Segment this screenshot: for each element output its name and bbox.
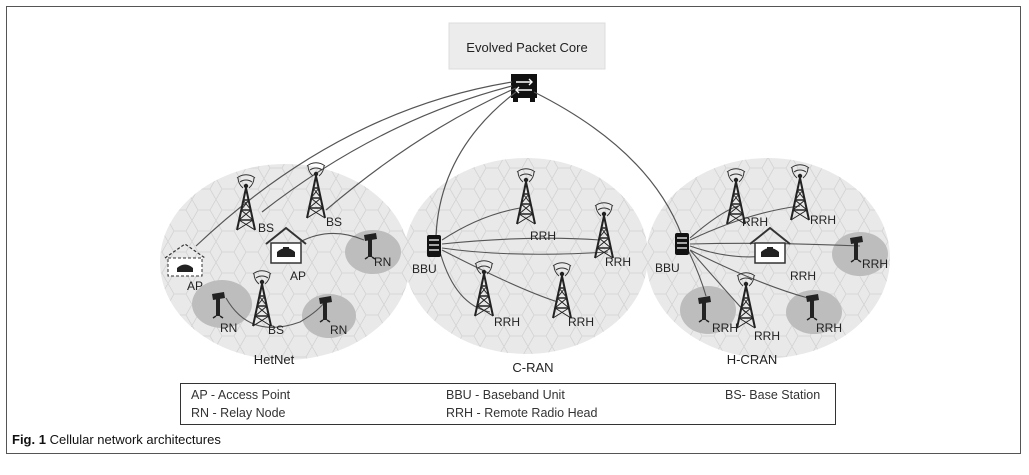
figure-caption: Fig. 1 Cellular network architectures (12, 432, 221, 447)
rrh-label: RRH (494, 315, 520, 329)
legend-ap: AP - Access Point (191, 388, 291, 402)
relay-cell (192, 280, 252, 328)
rrh-label: RRH (530, 229, 556, 243)
rrh-label: RRH (605, 255, 631, 269)
rrh-label: RRH (712, 321, 738, 335)
legend-box: AP - Access Point RN - Relay Node BBU - … (180, 383, 836, 425)
bbu-rack-icon (426, 234, 442, 258)
rrh-cell (832, 232, 888, 276)
bs-label: BS (326, 215, 342, 229)
rrh-cell (680, 286, 736, 334)
hcran-title: H-CRAN (727, 352, 778, 367)
bbu-label: BBU (412, 262, 437, 276)
ap-label: AP (187, 279, 203, 293)
hetnet-title: HetNet (254, 352, 295, 367)
relay-cell (345, 230, 401, 274)
rrh-label: RRH (862, 257, 888, 271)
rn-label: RN (330, 323, 347, 337)
rrh-label: RRH (742, 215, 768, 229)
core-box (448, 22, 606, 70)
rrh-label: RRH (568, 315, 594, 329)
rrh-label: RRH (810, 213, 836, 227)
backhaul-links (195, 81, 683, 247)
relay-cell (302, 294, 356, 338)
cran-cluster (404, 158, 648, 354)
figure-frame (6, 6, 1021, 454)
cran-title: C-RAN (512, 360, 553, 375)
legend-bbu: BBU - Baseband Unit (446, 388, 565, 402)
ap-label: AP (290, 269, 306, 283)
legend-rn: RN - Relay Node (191, 406, 286, 420)
access-point-dashed-house-icon (164, 243, 206, 277)
bs-label: BS (258, 221, 274, 235)
legend-bs: BS- Base Station (725, 388, 821, 402)
core-label: Evolved Packet Core (466, 40, 587, 55)
legend-rrh: RRH - Remote Radio Head (446, 406, 598, 420)
core-switch-icon (511, 74, 537, 102)
rrh-label: RRH (816, 321, 842, 335)
bbu-label: BBU (655, 261, 680, 275)
bs-label: BS (268, 323, 284, 337)
rn-label: RN (374, 255, 391, 269)
bbu-rack-icon (674, 232, 690, 256)
figure-caption-text: Cellular network architectures (49, 432, 221, 447)
rrh-label: RRH (790, 269, 816, 283)
figure-number: Fig. 1 (12, 432, 46, 447)
rrh-label: RRH (754, 329, 780, 343)
rn-label: RN (220, 321, 237, 335)
